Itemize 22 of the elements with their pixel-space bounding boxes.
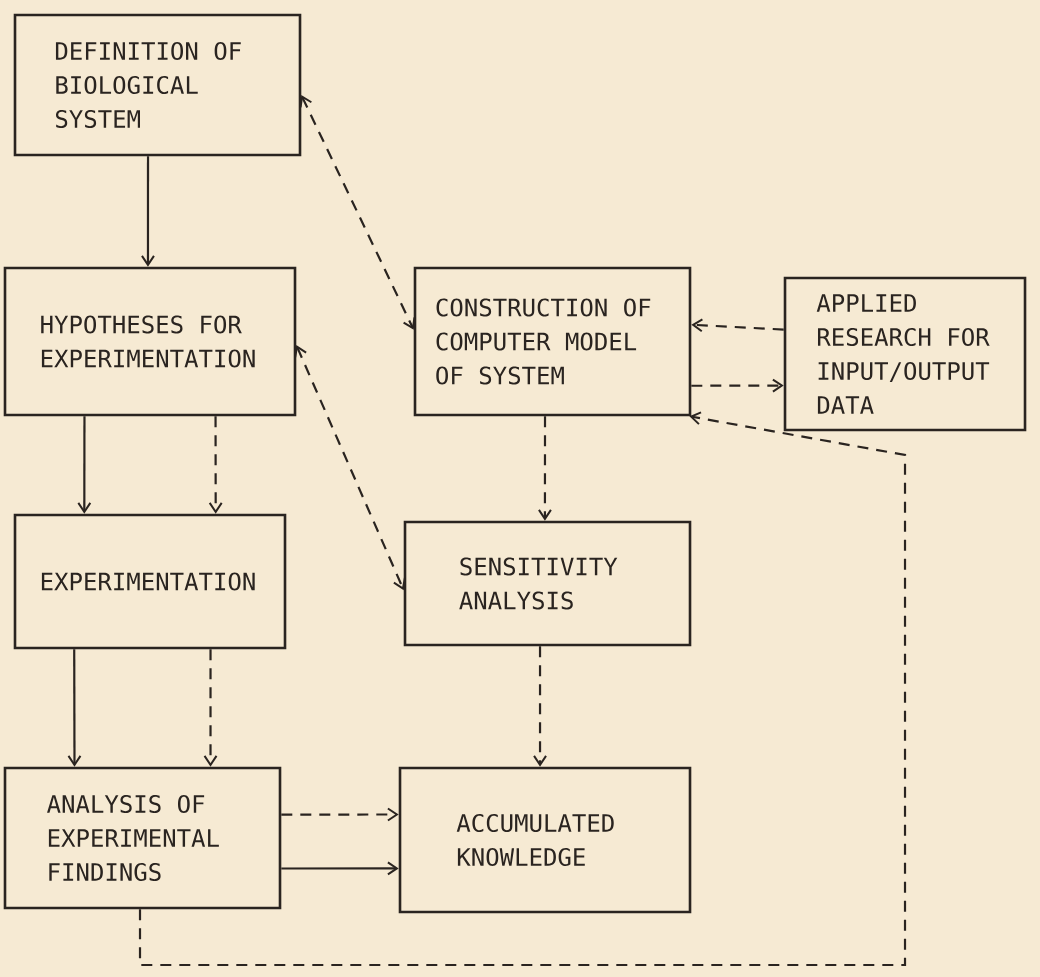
arrow	[203, 649, 218, 767]
arrow	[140, 156, 155, 267]
arrow	[281, 861, 399, 876]
arrow	[537, 416, 552, 521]
process-box: APPLIED RESEARCH FOR INPUT/OUTPUT DATA	[783, 276, 1027, 432]
arrow	[533, 646, 548, 767]
arrow	[77, 416, 92, 514]
arrow	[294, 345, 406, 591]
arrow	[691, 318, 784, 333]
arrow	[299, 95, 416, 330]
process-box: EXPERIMENTATION	[13, 513, 287, 650]
process-box: ANALYSIS OF EXPERIMENTAL FINDINGS	[3, 766, 282, 910]
arrow	[281, 807, 399, 822]
process-box: ACCUMULATED KNOWLEDGE	[398, 766, 692, 914]
process-box: CONSTRUCTION OF COMPUTER MODEL OF SYSTEM	[413, 266, 692, 417]
process-box: SENSITIVITY ANALYSIS	[403, 520, 692, 647]
arrow	[138, 411, 907, 967]
arrow	[691, 378, 784, 393]
process-box: HYPOTHESES FOR EXPERIMENTATION	[3, 266, 297, 417]
arrow	[208, 416, 223, 514]
arrow	[67, 649, 82, 767]
process-box: DEFINITION OF BIOLOGICAL SYSTEM	[13, 13, 302, 157]
